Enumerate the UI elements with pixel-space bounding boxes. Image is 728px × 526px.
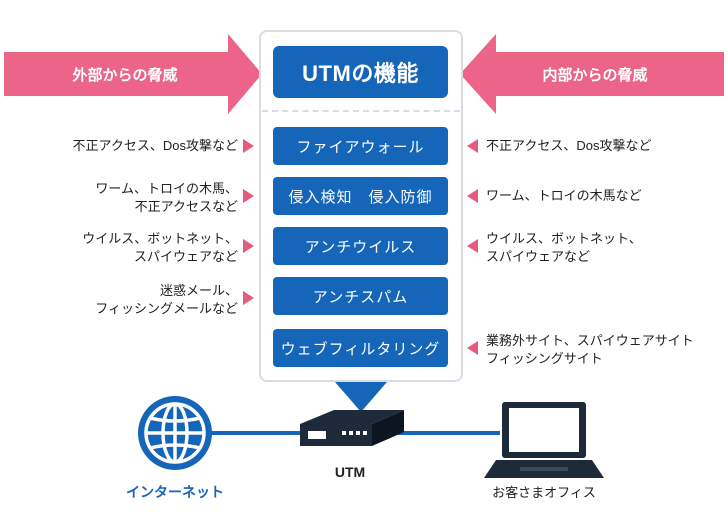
internal-threat-2-line-1: ワーム、トロイの木馬など xyxy=(486,188,642,203)
pointer-right-1 xyxy=(467,139,478,153)
pointer-left-1 xyxy=(243,139,254,153)
internal-threat-4-line-2: フィッシングサイト xyxy=(486,351,603,366)
internal-threat-4-line-1: 業務外サイト、スパイウェアサイト xyxy=(486,333,694,348)
pointer-right-4 xyxy=(467,341,478,355)
external-threat-arrow xyxy=(4,34,262,114)
external-threat-1: 不正アクセス、Dos攻撃など xyxy=(73,137,238,155)
internal-threat-1: 不正アクセス、Dos攻撃など xyxy=(486,137,651,155)
external-threat-3: ウイルス、ボットネット、 スパイウェアなど xyxy=(82,230,238,266)
appliance-icon xyxy=(300,410,404,446)
pointer-right-2 xyxy=(467,189,478,203)
internal-threat-1-line-1: 不正アクセス、Dos攻撃など xyxy=(486,138,652,153)
internal-threat-4: 業務外サイト、スパイウェアサイト フィッシングサイト xyxy=(486,332,694,368)
external-threat-4-line-2: フィッシングメールなど xyxy=(95,301,238,316)
panel-down-arrow xyxy=(335,382,387,412)
pointer-left-3 xyxy=(243,239,254,253)
network-diagram xyxy=(138,382,604,478)
function-intrusion-detection-prevention: 侵入検知 侵入防御 xyxy=(273,177,448,215)
external-threat-2-line-2: 不正アクセスなど xyxy=(134,199,238,214)
internal-threat-3-line-2: スパイウェアなど xyxy=(486,249,591,264)
internet-label: インターネット xyxy=(126,484,224,500)
external-threat-2: ワーム、トロイの木馬、 不正アクセスなど xyxy=(95,180,238,216)
pointer-left-2 xyxy=(243,189,254,203)
function-antivirus: アンチウイルス xyxy=(273,227,448,265)
external-threat-4-line-1: 迷惑メール、 xyxy=(159,283,238,298)
function-antispam: アンチスパム xyxy=(273,277,448,315)
internal-threat-3: ウイルス、ボットネット、 スパイウェアなど xyxy=(486,230,642,266)
utm-label: UTM xyxy=(334,464,366,480)
internal-threat-arrow xyxy=(460,34,724,114)
external-threat-label: 外部からの脅威 xyxy=(72,66,178,84)
function-web-filtering: ウェブフィルタリング xyxy=(273,329,448,367)
panel-divider xyxy=(262,110,460,112)
external-threat-4: 迷惑メール、 フィッシングメールなど xyxy=(95,282,238,318)
external-threat-2-line-1: ワーム、トロイの木馬、 xyxy=(95,181,238,196)
internal-threat-label: 内部からの脅威 xyxy=(542,66,648,84)
pointer-right-3 xyxy=(467,239,478,253)
internal-threat-3-line-1: ウイルス、ボットネット、 xyxy=(486,231,642,246)
globe-icon xyxy=(138,396,212,470)
internal-threat-2: ワーム、トロイの木馬など xyxy=(486,187,642,205)
utm-functions-title: UTMの機能 xyxy=(273,46,448,98)
external-threat-3-line-1: ウイルス、ボットネット、 xyxy=(82,231,238,246)
laptop-icon xyxy=(484,402,604,478)
office-label: お客さまオフィス xyxy=(492,485,596,500)
function-firewall: ファイアウォール xyxy=(273,127,448,165)
external-threat-3-line-2: スパイウェアなど xyxy=(133,249,238,264)
external-threat-1-line-1: 不正アクセス、Dos攻撃など xyxy=(72,138,238,153)
pointer-left-4 xyxy=(243,291,254,305)
